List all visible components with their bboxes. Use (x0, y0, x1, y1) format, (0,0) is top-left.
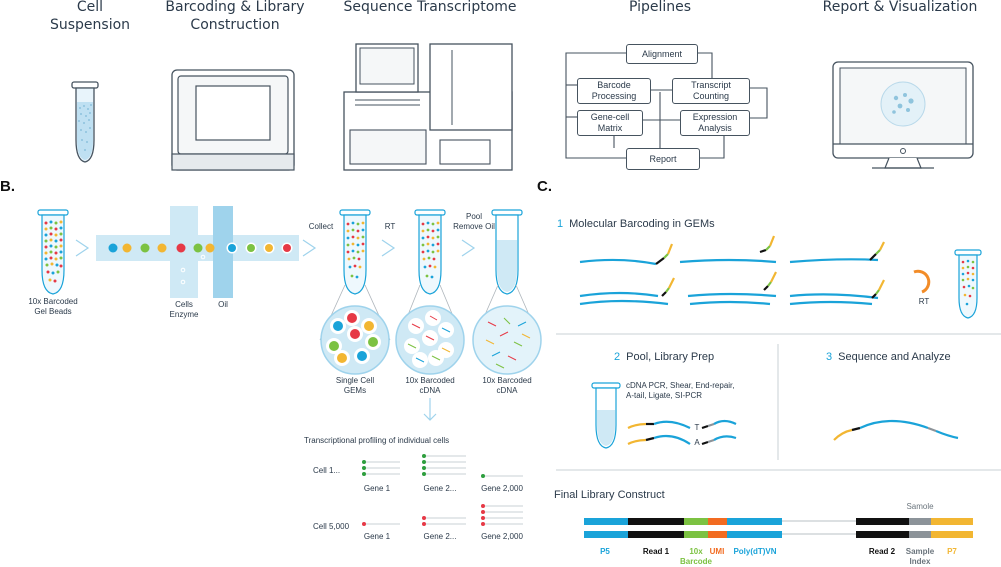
sequenced-strand (833, 419, 959, 441)
gel-bead-tube-icon (37, 209, 69, 295)
sequencer-icon (343, 43, 513, 171)
gem-strands (579, 258, 879, 306)
barcoding-instrument-icon (171, 69, 295, 171)
pipeline-transcript-counting: Transcript Counting (672, 78, 750, 104)
a-base-label: A (694, 438, 700, 447)
read2-label: Read 2 (868, 547, 896, 556)
cell-suspension-tube-icon (71, 81, 99, 163)
rt-label-b: RT (384, 222, 396, 231)
step-3-number: 3 (826, 351, 833, 363)
p5-label: P5 (600, 547, 610, 556)
gene-2-label-a: Gene 2... (423, 484, 457, 493)
section-b-label: B. (0, 178, 15, 195)
pooled-cdna-zoom-circle (472, 305, 542, 375)
pipeline-report: Report (626, 148, 700, 170)
cell-1-label: Cell 1... (313, 466, 341, 475)
cdna-tube-icon (414, 209, 446, 295)
title-report-vis: Report & Visualization (822, 0, 978, 15)
step-2-title: 2 Pool, Library Prep (614, 351, 714, 363)
microfluidic-chip (96, 206, 299, 298)
sample-top-label: Samole (906, 502, 934, 511)
cell-5000-label: Cell 5,000 (313, 522, 350, 531)
step-1-text: Molecular Barcoding in GEMs (569, 218, 715, 230)
barcoded-cdna-zoom-circle (395, 305, 465, 375)
sample-index-label: Sample Index (905, 547, 935, 566)
gene-2-label-b: Gene 2... (423, 532, 457, 541)
gene-2000-label-a: Gene 2,000 (481, 484, 523, 493)
barcoded-cdna-label-1: 10x Barcoded cDNA (405, 376, 455, 395)
title-cell-suspension: Cell Suspension (49, 0, 131, 33)
profile-cell-5000 (364, 505, 523, 525)
step-3-title: 3 Sequence and Analyze (826, 351, 951, 363)
gene-1-label-a: Gene 1 (363, 484, 391, 493)
p7-label: P7 (947, 547, 957, 556)
step-3-text: Sequence and Analyze (838, 351, 951, 363)
gem-tube-icon (339, 209, 371, 295)
pipeline-expression-analysis: Expression Analysis (680, 110, 750, 136)
gems-zoom-circle (320, 305, 390, 375)
read1-label: Read 1 (642, 547, 670, 556)
pipeline-gene-cell-matrix: Gene-cell Matrix (577, 110, 643, 136)
single-cell-gems-label: Single Cell GEMs (335, 376, 375, 395)
step-2-number: 2 (614, 351, 621, 363)
barcoded-cdna-label-2: 10x Barcoded cDNA (482, 376, 532, 395)
library-fragments (627, 419, 737, 446)
step-2-text: Pool, Library Prep (626, 351, 715, 363)
report-monitor-icon (832, 61, 974, 169)
section-c-label: C. (537, 178, 552, 195)
pipeline-barcode-processing: Barcode Processing (577, 78, 651, 104)
final-library-title: Final Library Construct (554, 489, 665, 501)
pipeline-alignment: Alignment (626, 44, 698, 64)
collect-label: Collect (308, 222, 334, 231)
step-1-title: 1 Molecular Barcoding in GEMs (557, 218, 715, 230)
rt-label-c: RT (918, 297, 930, 306)
umi-label: UMI (709, 547, 725, 556)
step1-tube-icon (954, 249, 982, 319)
gene-2000-label-b: Gene 2,000 (481, 532, 523, 541)
barcode-label: 10x Barcode (679, 547, 712, 566)
final-library-bars (584, 518, 973, 538)
cells-enzyme-label: Cells Enzyme (169, 300, 199, 319)
step-2-description: cDNA PCR, Shear, End-repair, A-tail, Lig… (626, 381, 735, 400)
flow-arrows (75, 239, 476, 421)
oil-label: Oil (218, 300, 228, 309)
title-sequence: Sequence Transcriptome (343, 0, 517, 15)
profiling-title: Transcriptional profiling of individual … (304, 436, 450, 445)
rt-enzyme-icon (913, 269, 931, 294)
t-base-label: T (694, 423, 700, 432)
gene-1-label-b: Gene 1 (363, 532, 391, 541)
polydt-label: Poly(dT)VN (733, 547, 777, 556)
pooled-cdna-tube-icon (491, 209, 523, 295)
title-pipelines: Pipelines (628, 0, 692, 15)
profile-cell-1 (364, 455, 523, 477)
step-1-number: 1 (557, 218, 564, 230)
step2-tube-icon (591, 382, 621, 449)
title-barcoding: Barcoding & Library Construction (165, 0, 305, 33)
gel-beads-label: 10x Barcoded Gel Beads (28, 297, 78, 316)
pool-remove-oil-label: Pool Remove Oil (453, 212, 495, 231)
